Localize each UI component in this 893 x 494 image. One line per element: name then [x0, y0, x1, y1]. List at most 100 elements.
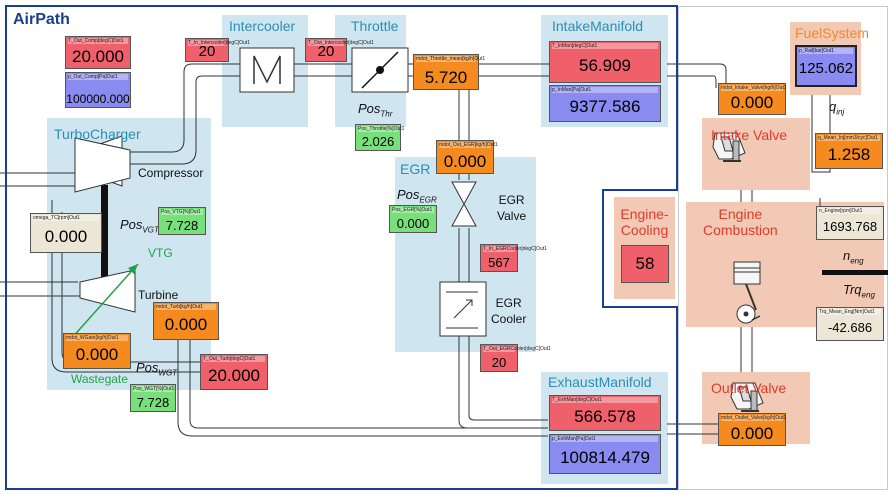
n-eng-value: 1693.768 — [822, 219, 878, 234]
pos-egr-label: PosEGR — [397, 187, 437, 205]
intake-manifold-t-display: T_InMan[degC]Out1 56.909 — [549, 41, 661, 83]
egr-cooler-label-line1: EGR — [495, 296, 522, 310]
egr-cooler-in-tag: T_In_EGRCooler[degC]Out1 — [483, 246, 547, 252]
intercooler-title: Intercooler — [229, 18, 296, 34]
intake-manifold-title: IntakeManifold — [552, 18, 644, 34]
pos-thr-label: PosThr — [358, 101, 392, 119]
turbine-label: Turbine — [138, 288, 179, 302]
pos-wgt-display: Pos_WGT[%]Out1 7.728 — [130, 384, 176, 412]
outlet-valve-title: Outlet Valve — [711, 380, 787, 396]
exhaust-manifold-t-value: 566.578 — [574, 407, 636, 426]
intercooler-in-tag: T_In_Intercooler[degC]Out1 — [188, 40, 250, 46]
egr-valve-label: EGR Valve — [497, 192, 526, 224]
pos-wgt-tag: Pos_WGT[%]Out1 — [133, 386, 175, 392]
egr-pos-value: 0.000 — [396, 216, 430, 231]
trq-eng-value: -42.686 — [827, 320, 873, 335]
egr-cooler-out-value: 20 — [491, 355, 507, 370]
fuel-system-title: FuelSystem — [795, 25, 869, 41]
q-inj-label: qinj — [829, 99, 844, 117]
intake-valve-mdot-display: mdot_Intake_Valve[kg/h]Out1 0.000 — [718, 83, 787, 115]
intake-valve-title: Intake Valve — [711, 127, 788, 143]
egr-title: EGR — [400, 161, 431, 177]
engine-cooling-title-line1: Engine- — [620, 206, 669, 222]
pos-thr-label-base: Pos — [358, 101, 381, 116]
pos-thr-label-sub: Thr — [380, 109, 393, 119]
engine-combustion-title: Engine Combustion — [703, 206, 778, 238]
throttle-mdot-value: 5.720 — [424, 68, 468, 87]
outlet-valve-mdot-value: 0.000 — [730, 424, 774, 443]
egr-valve-label-line2: Valve — [497, 209, 527, 223]
throttle-mdot-tag: mdot_Throttle_mean[kg/h]Out1 — [416, 56, 486, 62]
exhaust-manifold-title: ExhaustManifold — [548, 374, 652, 390]
n-eng-label: neng — [843, 248, 864, 266]
trq-eng-label-base: Trq — [843, 282, 862, 297]
intercooler-out-display: T_Out_Intercooler[degC]Out1 20 — [305, 38, 374, 62]
p-rail-display: p_Rail[bar]Out1 125.062 — [795, 45, 857, 87]
pos-vgt-value: 7.728 — [165, 218, 199, 233]
egr-cooler-in-display: T_In_EGRCooler[degC]Out1 567 — [480, 244, 547, 272]
t-out-comp-tag: T_Out_Comp[degC]Out1 — [68, 38, 128, 44]
vtg-label: VTG — [148, 246, 173, 260]
turbocharger-title: TurboCharger — [54, 126, 141, 142]
p-rail-value: 125.062 — [798, 60, 854, 77]
q-inj-tag: q_Mean_Inj[mm3/cyc]Out1 — [818, 135, 880, 141]
intercooler-out-value: 20 — [317, 43, 335, 60]
pos-vgt-display: Pos_VTG[%]Out1 7.728 — [158, 207, 206, 235]
intercooler-in-display: T_In_Intercooler[degC]Out1 20 — [185, 38, 250, 62]
throttle-pos-tag: Pos_Throttle[%]Out1 — [358, 126, 405, 132]
egr-pos-display: Pos_EGR[%]Out1 0.000 — [389, 205, 437, 233]
throttle-mdot-display: mdot_Throttle_mean[kg/h]Out1 5.720 — [413, 54, 486, 90]
engine-cooling-title: Engine- Cooling — [614, 206, 675, 238]
trq-eng-tag: Trq_Mean_Eng[Nm]Out1 — [819, 309, 881, 315]
t-out-turb-display: T_Out_Turb[degC]Out1 20.000 — [200, 354, 268, 390]
q-inj-label-base: q — [829, 99, 837, 114]
t-out-comp-display: T_Out_Comp[degC]Out1 20.000 — [65, 36, 131, 69]
exhaust-manifold-t-tag: T_ExhMan[degC]Out1 — [552, 397, 658, 403]
intake-manifold-p-tag: p_InMan[Pa]Out1 — [552, 87, 658, 93]
outlet-valve-mdot-display: mdot_Outlet_Valve[kg/h]Out1 0.000 — [718, 413, 786, 446]
mdot-turb-value: 0.000 — [164, 315, 208, 334]
p-out-comp-value: 100000.000 — [66, 92, 130, 106]
throttle-pos-value: 2.026 — [361, 134, 395, 149]
engine-cooling-value: 58 — [635, 254, 655, 273]
pos-wgt-label-base: Pos — [136, 360, 159, 375]
engine-combustion-title-line1: Engine — [718, 206, 763, 222]
q-inj-label-sub: inj — [836, 107, 845, 117]
egr-cooler-out-tag: T_Out_EGRCooler[degC]Out1 — [483, 346, 551, 352]
egr-cooler-out-display: T_Out_EGRCooler[degC]Out1 20 — [480, 344, 551, 372]
intake-valve-mdot-tag: mdot_Intake_Valve[kg/h]Out1 — [721, 85, 787, 91]
mdot-turb-tag: mdot_Turb[kg/h]Out1 — [156, 304, 216, 310]
airpath-title: AirPath — [13, 11, 70, 28]
trq-eng-label-sub: eng — [861, 290, 875, 300]
pos-egr-label-sub: EGR — [419, 195, 437, 205]
t-out-turb-value: 20.000 — [208, 366, 260, 385]
p-out-comp-display: p_Out_Comp[Pa]Out1 100000.000 — [65, 72, 131, 108]
exhaust-manifold-t-display: T_ExhMan[degC]Out1 566.578 — [549, 395, 661, 431]
intercooler-out-tag: T_Out_Intercooler[degC]Out1 — [308, 40, 374, 46]
t-out-comp-value: 20.000 — [72, 47, 124, 66]
egr-pos-tag: Pos_EGR[%]Out1 — [392, 207, 434, 213]
intake-valve-mdot-value: 0.000 — [730, 93, 774, 112]
compressor-label: Compressor — [138, 166, 204, 180]
egr-valve-label-line1: EGR — [498, 193, 525, 207]
pos-egr-label-base: Pos — [397, 187, 420, 202]
omega-tc-tag: omega_TC[rpm]Out1 — [33, 215, 99, 221]
outlet-valve-mdot-tag: mdot_Outlet_Valve[kg/h]Out1 — [721, 415, 787, 421]
engine-combustion-title-line2: Combustion — [703, 222, 778, 238]
n-eng-label-sub: eng — [850, 256, 864, 266]
pos-wgt-label-sub: WGT — [158, 368, 178, 378]
n-eng-display: n_Engine[rpm]Out1 1693.768 — [816, 206, 884, 240]
egr-cooler-in-value: 567 — [488, 255, 510, 270]
mdot-wgate-display: mdot_WGate[kg/h]Out1 0.000 — [63, 333, 131, 369]
throttle-pos-display: Pos_Throttle[%]Out1 2.026 — [355, 124, 405, 151]
pos-vgt-label-sub: VGT — [142, 225, 159, 235]
egr-mdot-tag: mdot_Out_EGR[kg/h]Out1 — [439, 142, 498, 148]
p-out-comp-tag: p_Out_Comp[Pa]Out1 — [68, 74, 128, 80]
egr-mdot-value: 0.000 — [443, 152, 487, 171]
pos-wgt-label: PosWGT — [136, 360, 177, 378]
intake-manifold-t-value: 56.909 — [579, 56, 631, 75]
egr-mdot-display: mdot_Out_EGR[kg/h]Out1 0.000 — [436, 140, 498, 174]
trq-eng-display: Trq_Mean_Eng[Nm]Out1 -42.686 — [816, 307, 884, 341]
engine-cooling-title-line2: Cooling — [620, 222, 669, 238]
